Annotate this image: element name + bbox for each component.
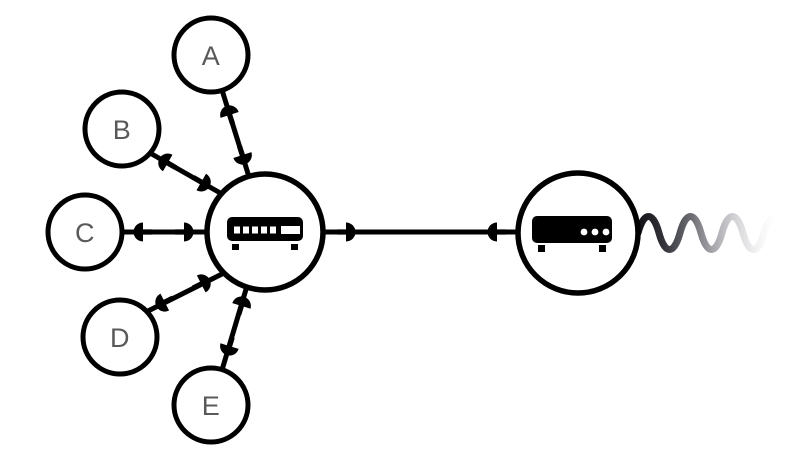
connector-socket-trunk2[interactable] [487,222,507,242]
connector-socket-a2[interactable] [230,143,255,168]
connector-plug-b1[interactable] [154,150,181,176]
node-a[interactable]: A [171,15,251,95]
node-c[interactable]: C [45,192,125,272]
node-b[interactable]: B [82,89,162,169]
node-d-label: D [110,323,130,353]
connector-socket-e2[interactable] [229,294,254,318]
connector-plug-e1[interactable] [217,334,242,358]
link-c[interactable] [120,222,210,242]
node-c-circle[interactable] [45,192,125,272]
node-a-circle[interactable] [171,15,251,95]
node-e[interactable]: E [171,365,251,445]
node-b-label: B [113,115,132,145]
connector-socket-d2[interactable] [188,271,214,297]
node-d-circle[interactable] [80,297,160,377]
link-b[interactable] [148,150,224,197]
node-c-label: C [75,218,95,248]
link-layer [120,89,522,371]
node-central-router[interactable] [204,171,326,293]
link-a[interactable] [217,89,255,181]
connector-socket-b2[interactable] [188,169,215,195]
node-b-circle[interactable] [82,89,162,169]
node-a-label: A [202,41,221,71]
link-e[interactable] [217,285,254,371]
link-trunk[interactable] [320,222,522,242]
connector-socket-c2[interactable] [175,222,194,242]
node-e-label: E [202,391,221,421]
node-uplink-modem[interactable] [515,170,641,296]
node-layer: A B C D E [45,15,641,445]
connector-plug-c1[interactable] [133,222,153,242]
connector-plug-a1[interactable] [217,102,242,127]
node-d[interactable]: D [80,297,160,377]
node-e-circle[interactable] [171,365,251,445]
link-d[interactable] [146,270,226,315]
wireless-signal-wave [634,213,783,253]
connector-plug-d1[interactable] [152,289,178,315]
connector-plug-trunk1[interactable] [337,222,356,242]
